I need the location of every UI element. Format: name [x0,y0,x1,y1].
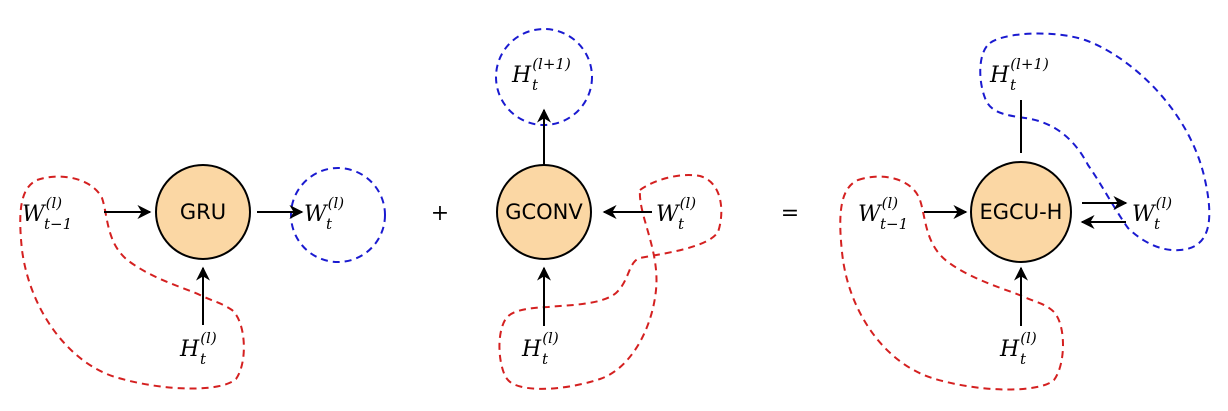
egcu-inout-right-math: W(l)t [1132,194,1172,233]
gconv-output-top-math: H(l+1)t [511,55,571,94]
gconv-node [496,164,592,260]
egcu-input-bottom-math: H(l)t [999,329,1037,368]
plus-operator: + [431,201,449,226]
egcu-input-left-math: W(l)t−1 [858,194,908,233]
egcu-node-label: EGCU-H [980,200,1063,224]
gconv-input-region [498,174,723,390]
panel-egcu: EGCU-H W(l)t−1 H(l+1)t W(l)t H(l)t [839,32,1211,391]
gru-input-left-math: W(l)t−1 [22,194,72,233]
gru-node-label: GRU [180,200,226,224]
gconv-input-bottom-math: H(l)t [521,329,559,368]
egcu-output-top-math: H(l+1)t [989,55,1049,94]
panel-gru: GRU W(l)t−1 H(l)t W(l)t [19,164,386,390]
equals-operator: = [781,201,799,226]
egcu-input-region [839,175,1064,391]
gru-output-math: W(l)t [304,194,344,233]
gconv-input-right-math: W(l)t [656,194,696,233]
gru-input-bottom-math: H(l)t [179,329,217,368]
gru-node [155,164,251,260]
panel-gconv: GCONV H(l+1)t W(l)t H(l)t [495,28,723,390]
egcu-output-region [979,32,1211,252]
egcu-node [970,161,1072,263]
gconv-node-label: GCONV [505,200,583,224]
gru-input-region [19,175,245,390]
